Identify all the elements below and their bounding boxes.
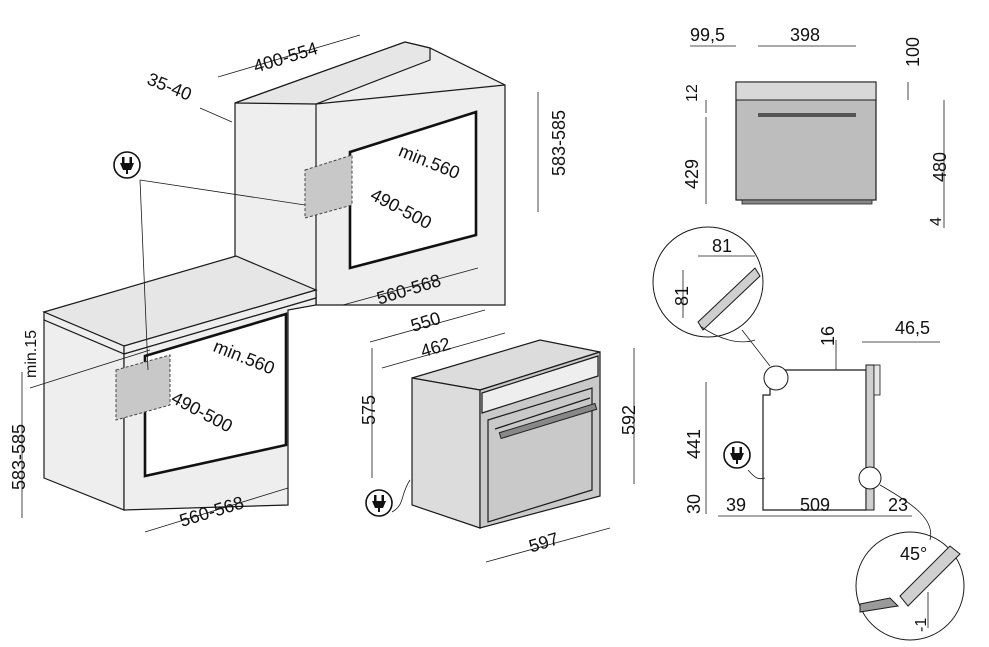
- top-441-label: 441: [684, 429, 704, 459]
- side-4-label: 4: [928, 217, 945, 226]
- under-height-label: 583-585: [9, 424, 29, 490]
- col-depth-label: 400-554: [251, 38, 320, 76]
- detail-offset-label: -1: [913, 618, 930, 632]
- side-view: [735, 81, 877, 205]
- detail-bottom: [855, 466, 965, 641]
- plug-icon: [365, 489, 393, 517]
- detail-81h-label: 81: [712, 236, 732, 256]
- detail-top: [652, 226, 789, 391]
- column-cabinet: [234, 41, 506, 306]
- top-465-label: 46,5: [895, 318, 930, 338]
- detail-angle-label: 45°: [900, 544, 927, 564]
- top-509-label: 509: [800, 495, 830, 515]
- oven-front-width-label: 597: [526, 529, 561, 557]
- col-offset-label: 35-40: [144, 69, 194, 105]
- side-12-label: 12: [684, 84, 701, 102]
- oven-depth-body-label: 462: [418, 333, 453, 361]
- top-16-label: 16: [818, 326, 838, 346]
- side-480-label: 480: [930, 152, 950, 182]
- plug-icon: [723, 441, 751, 469]
- top-view: [747, 364, 881, 511]
- oven-body-height-label: 575: [359, 395, 379, 425]
- oven-front-height-label: 592: [619, 405, 639, 435]
- under-counter-cabinet: [43, 297, 317, 511]
- side-429-label: 429: [682, 159, 702, 189]
- side-398-label: 398: [790, 25, 820, 45]
- top-39-label: 39: [726, 495, 746, 515]
- top-23-label: 23: [888, 495, 908, 515]
- dimension-lines: [21, 34, 945, 628]
- top-30-label: 30: [684, 494, 704, 514]
- oven-isometric: [391, 339, 601, 529]
- side-995-label: 99,5: [690, 25, 725, 45]
- countertop: [42, 255, 318, 355]
- under-gap-label: min.15: [23, 330, 40, 378]
- oven-depth-total-label: 550: [408, 308, 443, 336]
- side-100-label: 100: [903, 37, 923, 67]
- detail-81v-label: 81: [672, 286, 692, 306]
- col-height-label: 583-585: [549, 110, 569, 176]
- plug-icon: [113, 151, 141, 179]
